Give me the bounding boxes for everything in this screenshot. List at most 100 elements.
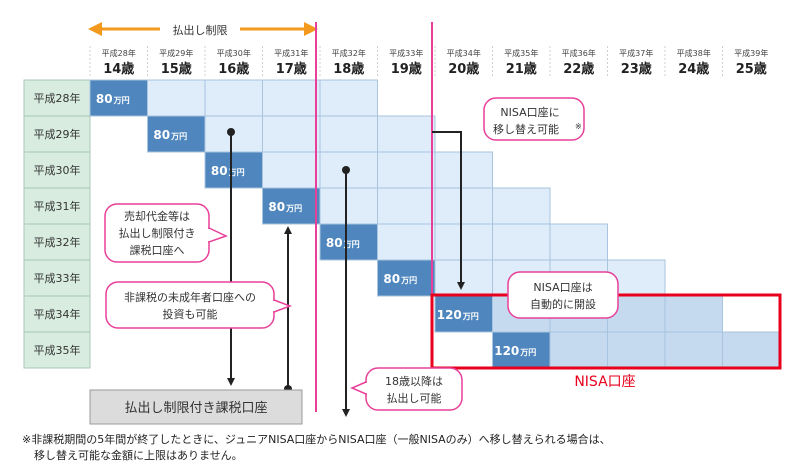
period-cell	[434, 187, 493, 225]
footnote-line-1: ※非課税期間の5年間が終了したときに、ジュニアNISA口座からNISA口座（一般…	[22, 432, 611, 446]
column-age: 18歳	[333, 61, 364, 77]
column-year: 平成30年	[217, 48, 251, 58]
period-cell	[262, 115, 321, 153]
column-year: 平成37年	[619, 48, 653, 58]
period-cell	[607, 331, 666, 369]
column-age: 19歳	[391, 61, 422, 77]
restriction-label: 払出し制限	[173, 23, 228, 37]
column-age: 15歳	[161, 61, 192, 77]
period-cell	[147, 79, 206, 117]
svg-text:18歳以降は: 18歳以降は	[385, 374, 443, 388]
period-cell	[492, 223, 551, 261]
svg-text:自動的に開設: 自動的に開設	[530, 297, 596, 311]
period-cell	[492, 187, 551, 225]
amount-value: 80万円	[326, 236, 360, 250]
svg-text:払出し可能: 払出し可能	[387, 391, 442, 405]
svg-text:NISA口座は: NISA口座は	[533, 280, 592, 294]
svg-text:課税口座へ: 課税口座へ	[130, 243, 185, 257]
column-headers: 平成28年14歳平成29年15歳平成30年16歳平成31年17歳平成32年18歳…	[89, 46, 768, 78]
amount-value: 80万円	[383, 272, 417, 286]
amount-value: 120万円	[437, 308, 479, 322]
period-cell	[319, 115, 378, 153]
amount-value: 80万円	[153, 128, 187, 142]
amount-cell	[262, 187, 321, 225]
column-year: 平成28年	[102, 48, 136, 58]
svg-text:非課税の未成年者口座への: 非課税の未成年者口座への	[124, 290, 256, 304]
amount-value: 120万円	[494, 344, 536, 358]
column-year: 平成33年	[389, 48, 423, 58]
svg-text:投資も可能: 投資も可能	[163, 307, 218, 321]
arrow-to-nisa	[432, 131, 465, 290]
column-year: 平成38年	[677, 48, 711, 58]
svg-text:移し替え可能: 移し替え可能	[493, 122, 559, 136]
svg-text:※: ※	[575, 122, 582, 131]
column-age: 25歳	[736, 61, 767, 77]
arrow-right-icon	[304, 22, 318, 36]
restriction-arrow: 払出し制限	[88, 20, 318, 38]
row-label: 平成28年	[34, 91, 81, 105]
column-age: 21歳	[506, 61, 537, 77]
row-label-cell	[23, 79, 91, 117]
column-age: 17歳	[276, 61, 307, 77]
callout-nisa-transfer: NISA口座に 移し替え可能 ※	[483, 97, 585, 141]
period-cell	[262, 79, 321, 117]
period-cell	[434, 259, 493, 297]
period-cell	[204, 79, 263, 117]
period-cell	[319, 79, 378, 117]
amount-cell	[89, 79, 148, 117]
amount-value: 80万円	[96, 92, 130, 106]
period-cell	[664, 295, 723, 333]
period-cell	[549, 223, 608, 261]
amount-cell	[204, 151, 263, 189]
period-cell	[377, 115, 436, 153]
row-label: 平成35年	[34, 343, 81, 357]
row-label: 平成29年	[34, 127, 81, 141]
callout-invest: 非課税の未成年者口座への 投資も可能	[105, 281, 293, 329]
row-label: 平成33年	[34, 271, 81, 285]
amount-cell	[377, 259, 436, 297]
column-age: 22歳	[563, 61, 594, 77]
column-year: 平成34年	[447, 48, 481, 58]
column-age: 20歳	[448, 61, 479, 77]
amount-cell	[319, 223, 378, 261]
row-label-cell	[23, 259, 91, 297]
period-cell	[434, 151, 493, 189]
row-label: 平成31年	[34, 199, 81, 213]
period-cell	[664, 331, 723, 369]
footnote-line-2: 移し替え可能な金額に上限はありません。	[34, 448, 243, 462]
amount-value: 80万円	[211, 164, 245, 178]
row-label-cell	[23, 295, 91, 333]
period-cell	[377, 151, 436, 189]
column-year: 平成35年	[504, 48, 538, 58]
svg-text:払出し制限付き: 払出し制限付き	[119, 226, 196, 240]
callout-withdraw: 18歳以降は 払出し可能	[350, 367, 463, 411]
svg-text:NISA口座に: NISA口座に	[500, 105, 559, 119]
svg-text:売却代金等は: 売却代金等は	[124, 209, 190, 223]
callout-sale: 売却代金等は 払出し制限付き 課税口座へ	[104, 203, 228, 263]
column-year: 平成36年	[562, 48, 596, 58]
arrow-left-icon	[88, 22, 102, 36]
amount-cell	[147, 115, 206, 153]
column-age: 14歳	[103, 61, 134, 77]
column-age: 24歳	[678, 61, 709, 77]
row-label-cell	[23, 223, 91, 261]
column-year: 平成39年	[734, 48, 768, 58]
callout-auto-open: NISA口座は 自動的に開設	[507, 271, 619, 319]
amount-value: 80万円	[268, 200, 302, 214]
column-age: 23歳	[621, 61, 652, 77]
column-age: 16歳	[218, 61, 249, 77]
column-year: 平成32年	[332, 48, 366, 58]
nisa-label: NISA口座	[574, 374, 635, 390]
period-cell	[434, 223, 493, 261]
svg-text:払出し制限付き課税口座: 払出し制限付き課税口座	[124, 400, 267, 416]
row-label: 平成32年	[34, 235, 81, 249]
period-cell	[377, 187, 436, 225]
row-label: 平成30年	[34, 163, 81, 177]
period-cell	[319, 187, 378, 225]
amount-cell	[434, 295, 493, 333]
taxable-account-box: 払出し制限付き課税口座	[89, 389, 303, 425]
period-cell	[549, 331, 608, 369]
column-year: 平成29年	[159, 48, 193, 58]
